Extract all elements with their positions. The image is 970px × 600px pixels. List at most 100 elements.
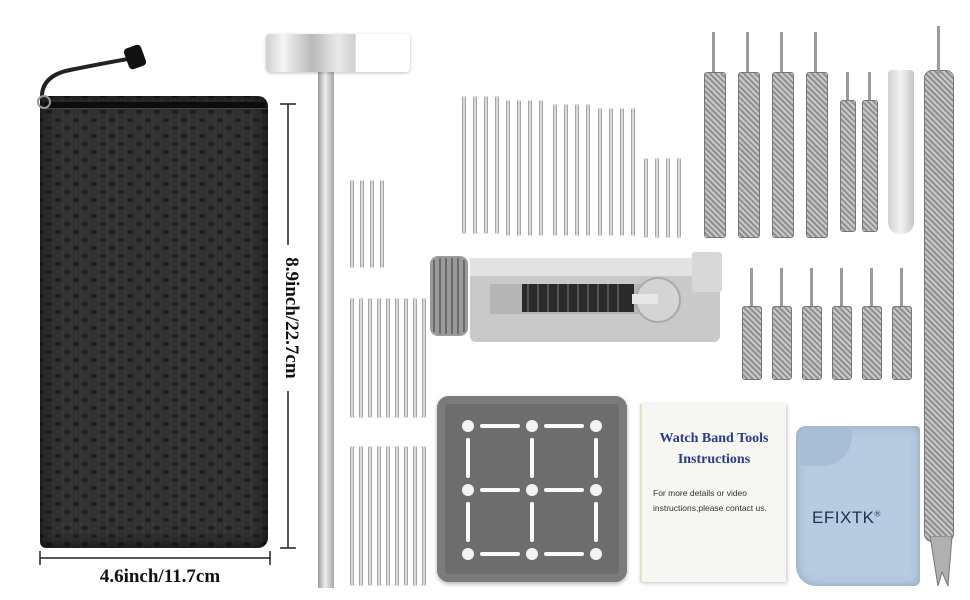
holder-slot: [530, 502, 534, 542]
spring-bar-pin: [666, 158, 670, 238]
holder-slot: [466, 502, 470, 542]
spring-bar-pin: [370, 180, 374, 268]
pusher-handle: [892, 306, 912, 380]
width-dimension-line: [39, 551, 271, 565]
spring-bar-pin: [620, 108, 624, 236]
spring-bar-pin: [368, 446, 372, 586]
instruction-booklet: Watch Band Tools Instructions For more d…: [640, 404, 786, 582]
brand-name: EFIXTK: [812, 508, 875, 527]
spring-bar-tool-fork: [929, 536, 953, 587]
pusher-tip: [870, 268, 873, 308]
holder-slot: [594, 502, 598, 542]
spring-bar-pin: [484, 96, 488, 234]
pusher-tip: [840, 268, 843, 308]
holder-hole: [462, 420, 474, 432]
spring-bar-pin: [395, 298, 399, 418]
spring-bar-pin: [368, 298, 372, 418]
booklet-title-line1: Watch Band Tools: [659, 431, 769, 446]
pusher-tip: [846, 72, 849, 102]
spring-bar-pin: [404, 446, 408, 586]
pusher-tip: [814, 32, 817, 74]
spring-bar-pin: [564, 104, 568, 236]
spring-bar-tool-tip: [937, 26, 940, 74]
spring-bar-pin: [539, 100, 543, 236]
spring-bar-pin: [495, 96, 499, 234]
pusher-handle: [704, 72, 726, 238]
holder-slot: [544, 424, 584, 428]
spring-bar-pin: [359, 446, 363, 586]
spring-bar-pin: [528, 100, 532, 236]
pusher-tip: [900, 268, 903, 308]
spring-bar-pin: [350, 298, 354, 418]
pusher-tip: [780, 32, 783, 74]
flat-pry-tool: [888, 70, 914, 234]
holder-slot: [480, 552, 520, 556]
spring-bar-pin: [350, 446, 354, 586]
pusher-handle: [806, 72, 828, 238]
pusher-tip: [750, 268, 753, 308]
holder-hole: [526, 548, 538, 560]
spring-bar-pin: [677, 158, 681, 238]
spring-bar-pin: [377, 446, 381, 586]
holder-slot: [466, 438, 470, 478]
spring-bar-pin: [386, 446, 390, 586]
pusher-handle: [772, 72, 794, 238]
spring-bar-pin: [350, 180, 354, 268]
holder-hole: [526, 420, 538, 432]
holder-slot: [530, 438, 534, 478]
holder-slot: [544, 552, 584, 556]
pusher-handle: [742, 306, 762, 380]
holder-slot: [480, 488, 520, 492]
spring-bar-pin: [517, 100, 521, 236]
pusher-handle: [840, 100, 856, 232]
spring-bar-pin: [377, 298, 381, 418]
pusher-tip: [868, 72, 871, 102]
spring-bar-pin: [631, 108, 635, 236]
spring-bar-pin: [413, 446, 417, 586]
holder-slot: [544, 488, 584, 492]
pusher-tip: [780, 268, 783, 308]
spring-bar-pin: [380, 180, 384, 268]
pusher-handle: [738, 72, 760, 238]
zipper-pull-cord: [37, 44, 147, 109]
holder-hole: [526, 484, 538, 496]
spring-bar-pin: [644, 158, 648, 238]
booklet-title-line2: Instructions: [677, 452, 751, 467]
spring-bar-pin: [404, 298, 408, 418]
spring-bar-pin: [360, 180, 364, 268]
holder-hole: [590, 548, 602, 560]
spring-bar-pin: [386, 298, 390, 418]
spring-bar-pin: [462, 96, 466, 234]
spring-bar-pin: [553, 104, 557, 236]
booklet-note-line2: instructions,please contact us.: [653, 503, 767, 513]
pusher-handle: [772, 306, 792, 380]
pusher-handle: [832, 306, 852, 380]
holder-slot: [594, 438, 598, 478]
registered-mark: ®: [874, 509, 881, 519]
height-label: 8.9inch/22.7cm: [276, 245, 302, 391]
booklet-note-line1: For more details or video: [653, 488, 748, 498]
spring-bar-pin: [422, 446, 426, 586]
spring-bar-pin: [413, 298, 417, 418]
pouch-zipper: [44, 102, 266, 109]
spring-bar-pin: [598, 108, 602, 236]
spring-bar-pin: [395, 446, 399, 586]
spring-bar-pin: [655, 158, 659, 238]
pusher-tip: [746, 32, 749, 74]
spring-bar-pin: [575, 104, 579, 236]
holder-hole: [462, 484, 474, 496]
pusher-tip: [810, 268, 813, 308]
holder-slot: [480, 424, 520, 428]
spring-bar-pin: [359, 298, 363, 418]
cloth-brand: EFIXTK®: [812, 508, 881, 528]
spring-bar-tool: [924, 70, 954, 542]
pusher-handle: [862, 100, 878, 232]
pusher-handle: [862, 306, 882, 380]
spring-bar-pin: [586, 104, 590, 236]
hammer-head: [266, 34, 410, 72]
holder-hole: [590, 420, 602, 432]
booklet-title: Watch Band Tools Instructions: [642, 428, 786, 470]
booklet-note: For more details or video instructions,p…: [653, 486, 781, 516]
link-remover-tool: [430, 252, 722, 342]
spring-bar-pin: [609, 108, 613, 236]
